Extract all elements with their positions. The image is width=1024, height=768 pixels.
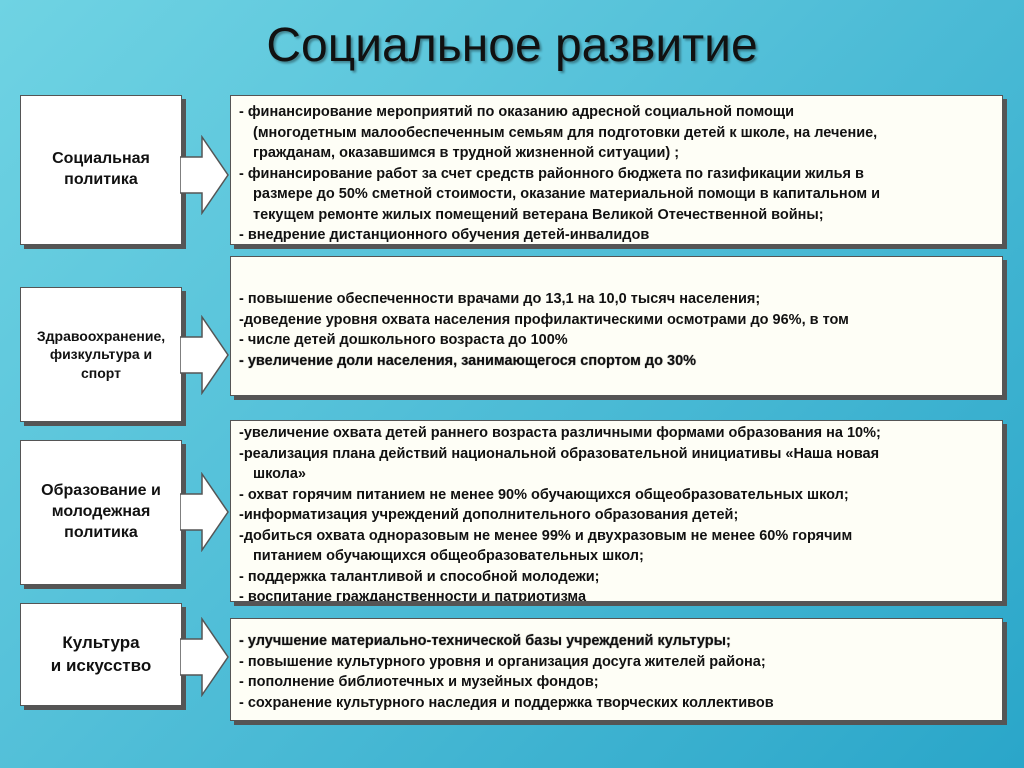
list-item: -добиться охвата одноразовым не менее 99…: [239, 527, 853, 544]
label-healthcare: Здравоохранение, физкультура и спорт: [20, 287, 182, 422]
label-culture: Культура и искусство: [20, 603, 182, 706]
content-healthcare: - повышение обеспеченности врачами до 13…: [230, 256, 1003, 396]
list-item: размере до 50% сметной стоимости, оказан…: [253, 186, 881, 202]
list-item: школа»: [253, 466, 306, 482]
list-item-highlighted: - улучшение материально-технической базы…: [239, 633, 731, 649]
label-education: Образование и молодежная политика: [20, 440, 182, 585]
list-item: - повышение культурного уровня и организ…: [239, 653, 766, 670]
label-social-policy: Социальная политика: [20, 95, 182, 245]
list-item: - поддержка талантливой и способной моло…: [239, 568, 600, 585]
page-title: Социальное развитие: [266, 19, 758, 72]
content-culture: - улучшение материально-технической базы…: [230, 618, 1003, 721]
label-text: Культура и искусство: [50, 633, 152, 675]
arrow-right-icon: [180, 472, 229, 552]
label-text: Здравоохранение, физкультура и спорт: [36, 328, 166, 381]
list-item: - финансирование мероприятий по оказанию…: [239, 104, 794, 120]
list-item: (многодетным малообеспеченным семьям для…: [253, 124, 878, 141]
label-text: Социальная политика: [52, 150, 150, 188]
list-item: гражданам, оказавшимся в трудной жизненн…: [253, 145, 680, 161]
list-item: - финансирование работ за счет средств р…: [239, 165, 864, 182]
list-item: -реализация плана действий национальной …: [239, 445, 880, 462]
content-social-policy: - финансирование мероприятий по оказанию…: [230, 95, 1003, 245]
list-item: - числе детей дошкольного возраста до 10…: [239, 332, 568, 348]
list-item: -увеличение охвата детей раннего возраст…: [239, 425, 881, 441]
arrow-right-icon: [180, 315, 229, 395]
list-item: - внедрение дистанционного обучения дете…: [239, 227, 650, 243]
list-item: питанием обучающихся общеобразовательных…: [253, 548, 644, 564]
list-item-highlighted: - увеличение доли населения, занимающего…: [239, 352, 697, 369]
arrow-right-icon: [180, 135, 229, 215]
arrow-right-icon: [180, 617, 229, 697]
list-item: текущем ремонте жилых помещений ветерана…: [253, 206, 824, 223]
content-education: -увеличение охвата детей раннего возраст…: [230, 420, 1003, 602]
list-item: - сохранение культурного наследия и подд…: [239, 694, 774, 711]
list-item: -информатизация учреждений дополнительно…: [239, 507, 739, 523]
list-item: - охват горячим питанием не менее 90% об…: [239, 486, 849, 503]
label-text: Образование и молодежная политика: [41, 482, 161, 541]
list-item: - пополнение библиотечных и музейных фон…: [239, 674, 599, 690]
list-item: -доведение уровня охвата населения профи…: [239, 311, 849, 328]
list-item: - воспитание гражданственности и патриот…: [239, 589, 587, 602]
list-item: - повышение обеспеченности врачами до 13…: [239, 291, 761, 307]
